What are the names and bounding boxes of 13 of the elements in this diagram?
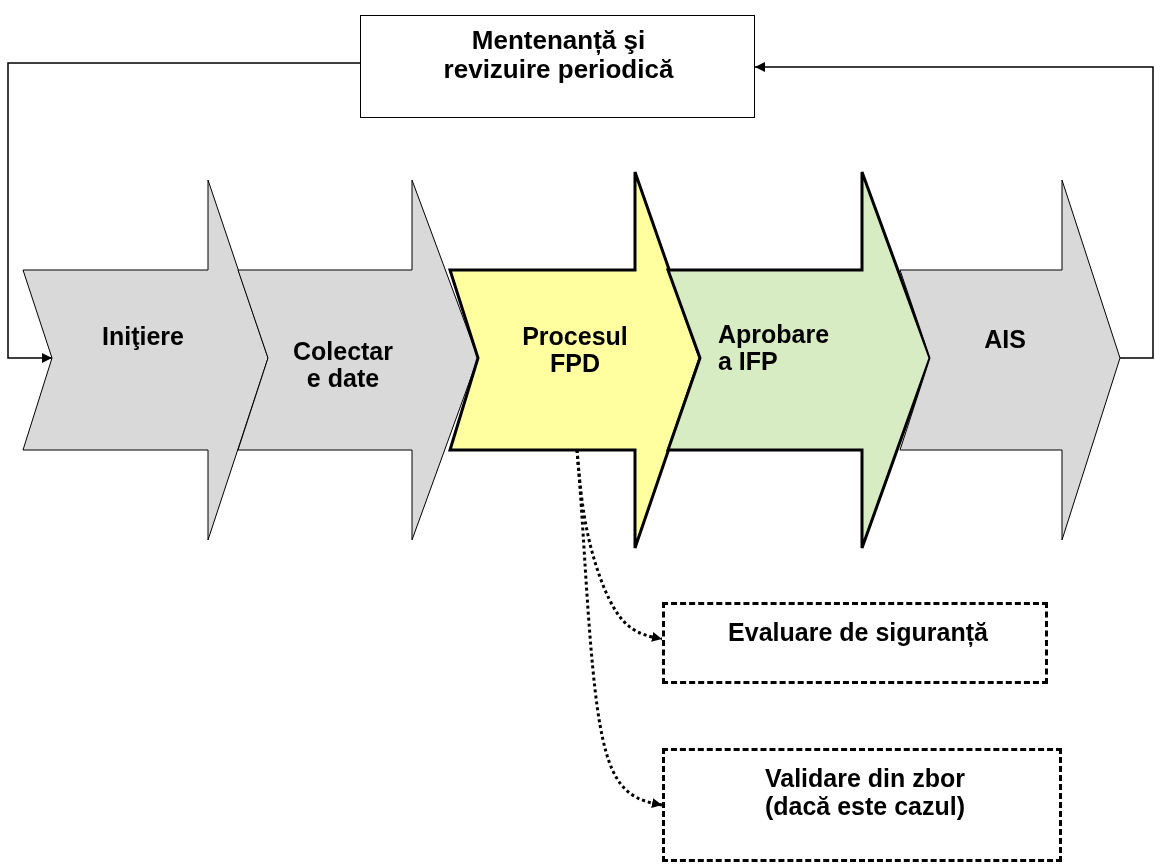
stage-label: Procesul FPD xyxy=(521,322,629,378)
connector-arrow xyxy=(7,62,361,363)
stage-label: AIS xyxy=(983,326,1027,354)
box-label: Evaluare de siguranță xyxy=(727,619,989,647)
stage-label: Colectar e date xyxy=(291,337,394,393)
stage-label: Aprobare a IFP xyxy=(718,320,831,376)
process-box xyxy=(360,15,755,118)
box-label: Mentenanță şi revizuire periodică xyxy=(442,26,675,84)
stage-label: Iniţiere xyxy=(101,323,185,351)
dashed-box xyxy=(662,748,1062,862)
dashed-box xyxy=(662,602,1048,684)
box-label: Validare din zbor (dacă este cazul) xyxy=(763,765,967,820)
connector-arrow xyxy=(754,62,1154,359)
